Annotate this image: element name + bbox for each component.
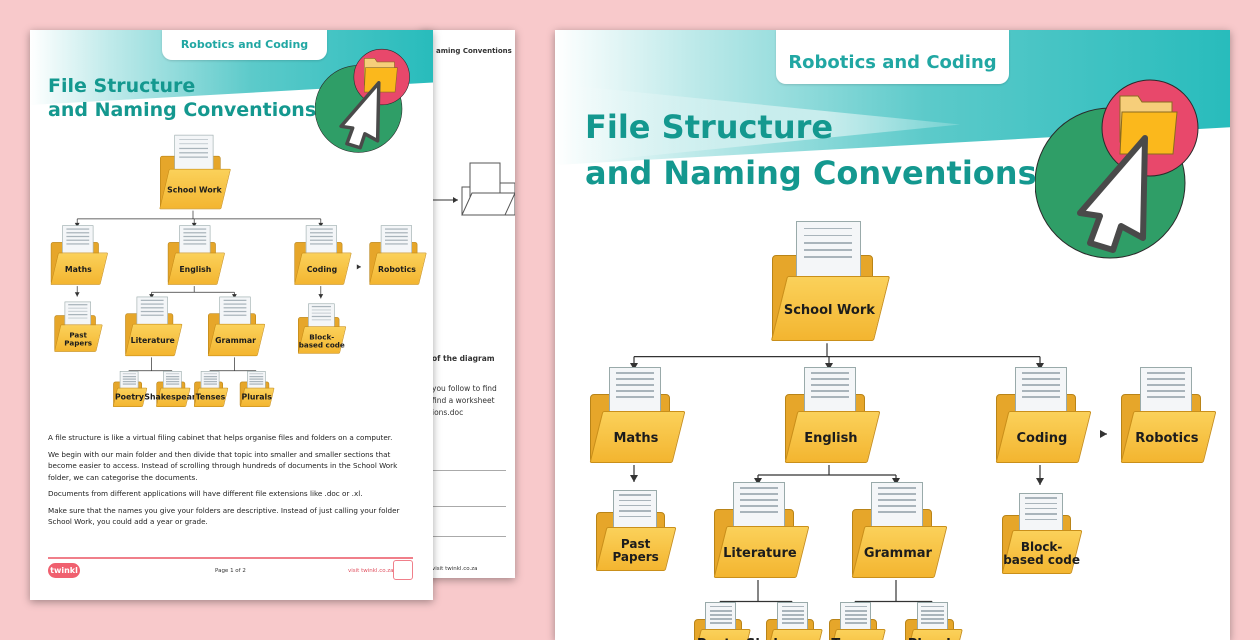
folder-label: Grammar bbox=[208, 328, 263, 355]
back-page-text: find a worksheet bbox=[432, 396, 495, 405]
folder-past-papers[interactable]: Past Papers bbox=[593, 490, 675, 572]
folder-label: Coding bbox=[294, 256, 349, 283]
folder-plurals[interactable]: Plurals bbox=[239, 371, 274, 407]
folder-block-based[interactable]: Block-based code bbox=[999, 493, 1081, 575]
folder-label: Robotics bbox=[369, 256, 424, 283]
back-page-text: you follow to find bbox=[432, 384, 497, 393]
folder-literature[interactable]: Literature bbox=[710, 482, 806, 578]
folder-english[interactable]: English bbox=[165, 225, 223, 285]
folder-label: Literature bbox=[714, 532, 806, 576]
folder-tenses[interactable]: Tenses bbox=[193, 371, 228, 407]
folder-label: Past Papers bbox=[596, 532, 674, 570]
subject-tab: Robotics and Coding bbox=[162, 30, 327, 60]
folder-cursor-icon bbox=[315, 48, 417, 178]
folder-label: Shakespeare bbox=[766, 632, 821, 640]
folder-label: Literature bbox=[125, 328, 180, 355]
folder-poetry[interactable]: Poetry bbox=[112, 371, 147, 407]
folder-label: Robotics bbox=[1121, 417, 1213, 461]
footer-link[interactable]: visit twinkl.co.za bbox=[348, 568, 394, 574]
arrow-head bbox=[357, 264, 361, 269]
folder-label: Tenses bbox=[194, 390, 227, 406]
folder-grammar[interactable]: Grammar bbox=[848, 482, 944, 578]
folder-outline-icon bbox=[420, 155, 515, 225]
folder-label: Plurals bbox=[240, 390, 273, 406]
folder-label: Coding bbox=[996, 417, 1088, 461]
folder-label: Grammar bbox=[852, 532, 944, 576]
footer-link: visit twinkl.co.za bbox=[432, 566, 478, 572]
folder-school-work[interactable]: School Work bbox=[157, 135, 229, 209]
folder-coding[interactable]: Coding bbox=[992, 367, 1088, 463]
folder-block-based[interactable]: Block-based code bbox=[296, 303, 345, 354]
back-page-preview: aming Conventions of the diagram you fol… bbox=[420, 30, 515, 578]
folder-grammar[interactable]: Grammar bbox=[206, 297, 264, 357]
subject-tab: Robotics and Coding bbox=[776, 30, 1009, 84]
folder-poetry[interactable]: Poetry bbox=[691, 602, 749, 640]
arrow-head bbox=[1100, 430, 1107, 438]
folder-maths[interactable]: Maths bbox=[586, 367, 682, 463]
folder-school-work[interactable]: School Work bbox=[767, 221, 887, 341]
twinkl-logo: twinkl bbox=[48, 563, 80, 578]
folder-label: Block-based code bbox=[298, 330, 345, 353]
folder-label: Poetry bbox=[113, 390, 146, 406]
folder-robotics[interactable]: Robotics bbox=[367, 225, 425, 285]
folder-maths[interactable]: Maths bbox=[48, 225, 106, 285]
folder-shakespeare[interactable]: Shakespeare bbox=[763, 602, 821, 640]
back-page-text: ions.doc bbox=[432, 408, 463, 417]
back-page-heading: aming Conventions bbox=[436, 47, 512, 55]
folder-label: Plurals bbox=[905, 632, 960, 640]
folder-label: English bbox=[785, 417, 877, 461]
arrow-head bbox=[318, 294, 323, 298]
back-page-subheading: of the diagram bbox=[432, 354, 495, 363]
folder-label: School Work bbox=[772, 284, 887, 339]
folder-robotics[interactable]: Robotics bbox=[1117, 367, 1213, 463]
folder-shakespeare[interactable]: Shakespeare bbox=[155, 371, 190, 407]
footer-divider bbox=[48, 557, 413, 559]
folder-past-papers[interactable]: Past Papers bbox=[53, 301, 102, 352]
folder-plurals[interactable]: Plurals bbox=[903, 602, 961, 640]
folder-literature[interactable]: Literature bbox=[123, 297, 181, 357]
folder-coding[interactable]: Coding bbox=[292, 225, 350, 285]
folder-cursor-icon bbox=[1035, 78, 1210, 302]
arrow-head bbox=[1036, 478, 1044, 485]
folder-label: English bbox=[168, 256, 223, 283]
arrow-head bbox=[75, 292, 80, 296]
explanation-text: A file structure is like a virtual filin… bbox=[48, 432, 418, 533]
folder-tenses[interactable]: Tenses bbox=[826, 602, 884, 640]
folder-label: Maths bbox=[590, 417, 682, 461]
quality-badge-icon bbox=[393, 560, 413, 580]
page-number: Page 1 of 2 bbox=[215, 568, 246, 574]
folder-label: Poetry bbox=[694, 632, 749, 640]
folder-label: Block-based code bbox=[1002, 535, 1080, 573]
folder-english[interactable]: English bbox=[781, 367, 877, 463]
folder-label: Shakespeare bbox=[156, 390, 189, 406]
folder-label: Maths bbox=[51, 256, 106, 283]
folder-label: Tenses bbox=[829, 632, 884, 640]
arrow-head bbox=[630, 475, 638, 482]
folder-label: Past Papers bbox=[55, 328, 102, 351]
folder-label: School Work bbox=[160, 174, 229, 208]
